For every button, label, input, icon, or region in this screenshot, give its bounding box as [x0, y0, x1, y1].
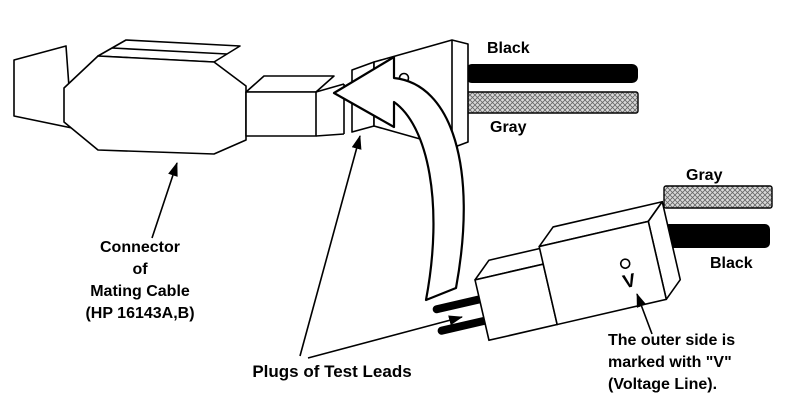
- v-note-line3: (Voltage Line).: [608, 376, 717, 393]
- connector-caption-line2: of: [132, 261, 148, 278]
- gray-wire-top: [465, 91, 639, 114]
- callout-arrow-v-mark: [636, 293, 653, 335]
- black-wire-top-label: Black: [487, 40, 530, 57]
- callout-arrow-connector: [151, 162, 178, 239]
- test-plug-pin-hole: [619, 258, 631, 269]
- top-wires: [465, 64, 639, 114]
- gray-wire-top-label: Gray: [490, 119, 527, 136]
- v-mark: V: [621, 270, 638, 293]
- connector-caption-line4: (HP 16143A,B): [85, 305, 194, 322]
- black-wire-bottom: [664, 224, 770, 248]
- connector-caption: Connector of Mating Cable (HP 16143A,B): [85, 239, 194, 322]
- insertion-direction-arrow: [332, 55, 465, 302]
- v-note-line1: The outer side is: [608, 332, 735, 349]
- mouth-top-edge: [315, 83, 345, 93]
- test-plug-large-box-front: [538, 220, 668, 326]
- black-wire-top: [466, 64, 638, 83]
- mouth-bottom-edge: [315, 133, 345, 137]
- connector-caption-line1: Connector: [100, 239, 180, 256]
- plugs-caption: Plugs of Test Leads: [252, 362, 411, 381]
- housing-ridge-line: [111, 47, 228, 55]
- black-wire-bottom-label: Black: [710, 255, 753, 272]
- connector-box-front-face: [245, 91, 317, 137]
- gray-wire-bottom: [663, 185, 773, 209]
- callout-arrow-plugs-top: [299, 135, 362, 357]
- connector-caption-line3: Mating Cable: [90, 283, 190, 300]
- callout-arrow-plugs-bottom: [307, 315, 463, 359]
- mating-cable-connector: [13, 39, 345, 155]
- gray-wire-bottom-label: Gray: [686, 167, 723, 184]
- test-lead-plug: V: [432, 200, 682, 342]
- connector-housing-front-face: [63, 55, 247, 155]
- v-note-line2: marked with "V": [608, 354, 732, 371]
- v-note: The outer side is marked with "V" (Volta…: [608, 332, 735, 393]
- connector-box-top-face: [245, 75, 335, 93]
- bottom-wires: [663, 185, 773, 248]
